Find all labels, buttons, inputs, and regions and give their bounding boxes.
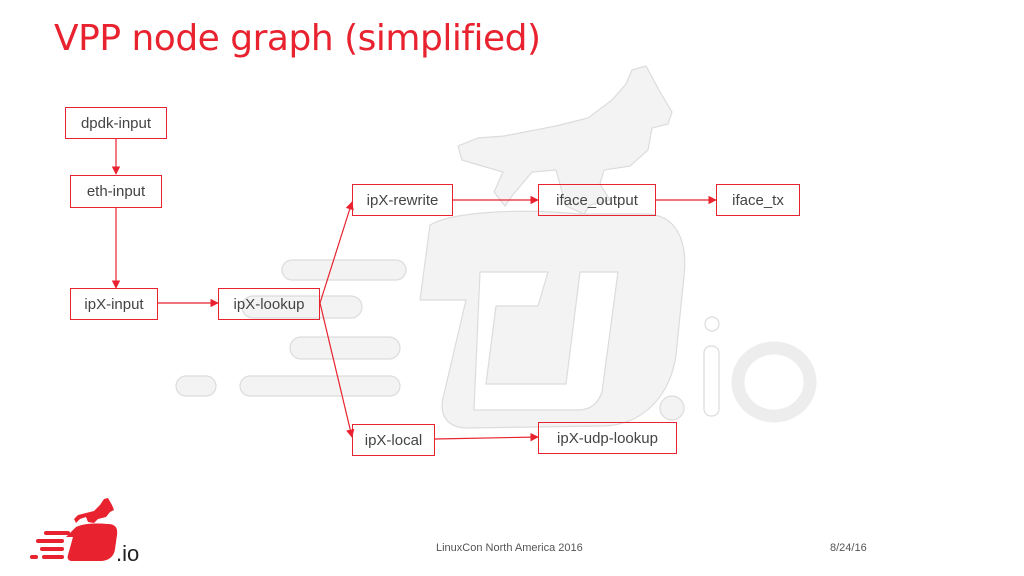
fdio-logo: .io [30,498,139,566]
logo-speed-line [42,555,64,559]
node-dpdk-input: dpdk-input [65,107,167,139]
edge-local-udp [434,432,539,442]
node-ipx-rewrite: ipX-rewrite [352,184,453,216]
footer-conference: LinuxCon North America 2016 [436,542,583,554]
speed-line [241,295,363,319]
edge-lookup-local [319,302,355,438]
slide-title: VPP node graph (simplified) [54,18,541,59]
edge-lookup-rewrite [319,201,354,304]
watermark-o [731,341,817,423]
speed-line [239,375,401,397]
node-iface-output: iface_output [538,184,656,216]
node-ipx-udp-lookup: ipX-udp-lookup [538,422,677,454]
watermark-dot [659,395,685,421]
node-ipx-lookup: ipX-lookup [218,288,320,320]
node-ipx-input: ipX-input [70,288,158,320]
speed-line [175,375,217,397]
logo-dog [74,498,114,523]
footer-date: 8/24/16 [830,542,867,554]
logo-speed-line [36,539,64,543]
f-cutout [473,271,619,411]
speed-line [281,259,407,281]
watermark-i-dot [704,316,720,332]
logo-speed-line [40,547,64,551]
logo-speed-line [30,555,38,559]
dog-silhouette [457,65,673,215]
watermark-i [703,345,720,417]
node-ipx-local: ipX-local [352,424,435,456]
speed-line [289,336,401,360]
logo-speed-line [44,531,70,535]
logo-io-text: .io [116,541,139,566]
logo-f [66,523,118,561]
node-iface-tx: iface_tx [716,184,800,216]
node-eth-input: eth-input [70,175,162,208]
